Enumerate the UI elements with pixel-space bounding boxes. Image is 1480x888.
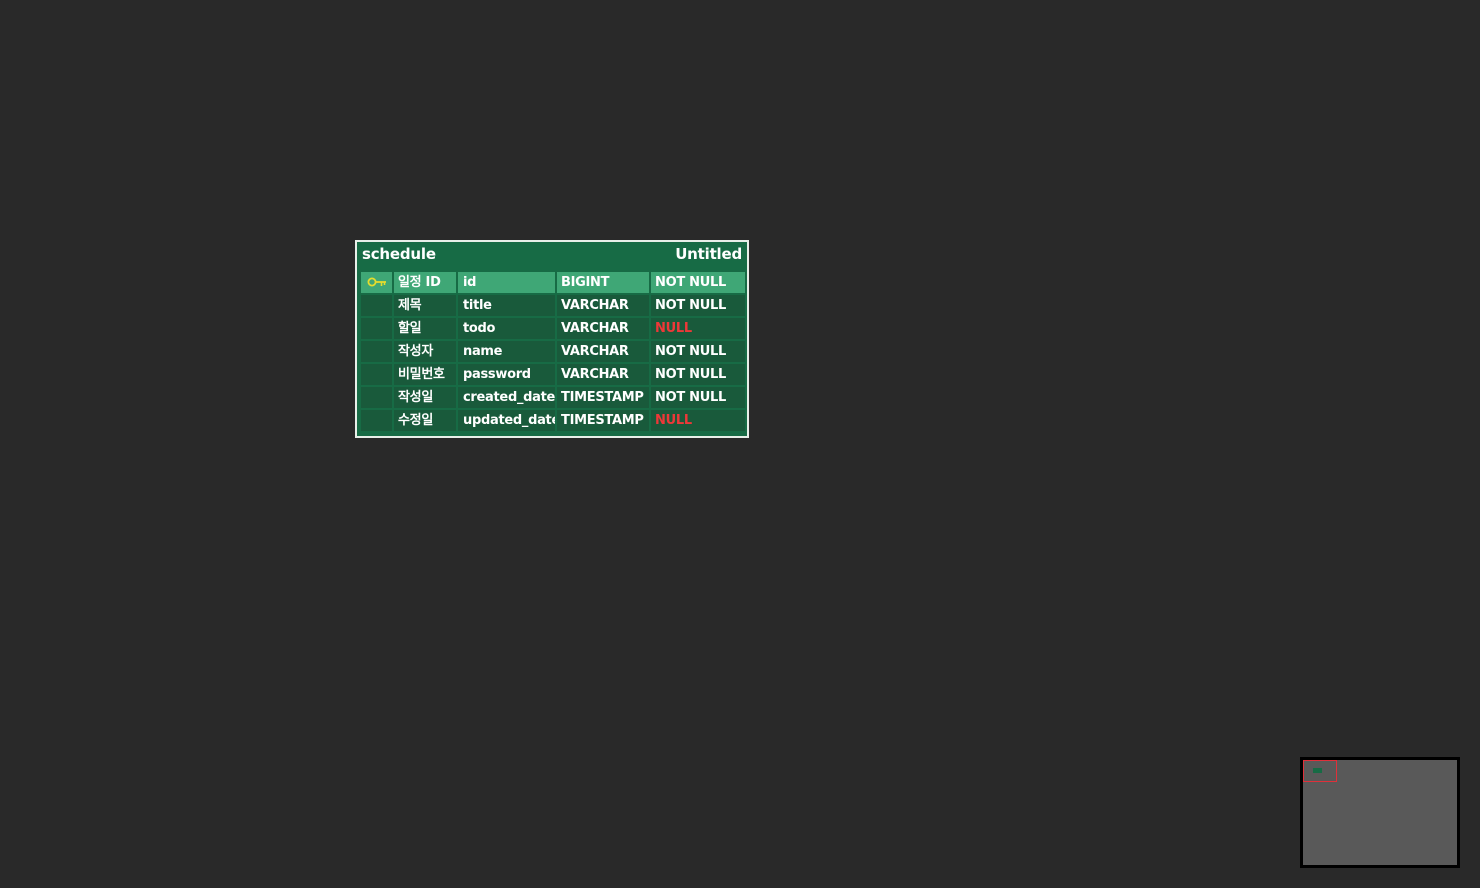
column-logical-name[interactable]: 작성자 — [394, 341, 456, 362]
column-physical-name[interactable]: todo — [458, 318, 555, 339]
column-data-type[interactable]: VARCHAR — [557, 364, 649, 385]
table-name[interactable]: schedule — [362, 245, 436, 263]
table-schedule[interactable]: schedule Untitled 일정 ID id BIGINT NOT NU… — [355, 240, 749, 438]
column-logical-name[interactable]: 일정 ID — [394, 272, 456, 293]
minimap-viewport[interactable] — [1303, 760, 1337, 782]
key-cell — [361, 341, 392, 362]
column-nullable[interactable]: NOT NULL — [651, 341, 745, 362]
column-data-type[interactable]: TIMESTAMP — [557, 410, 649, 431]
column-logical-name[interactable]: 작성일 — [394, 387, 456, 408]
column-physical-name[interactable]: created_date — [458, 387, 555, 408]
minimap[interactable] — [1300, 757, 1460, 868]
column-nullable[interactable]: NOT NULL — [651, 295, 745, 316]
key-cell — [361, 295, 392, 316]
key-cell — [361, 410, 392, 431]
column-logical-name[interactable]: 수정일 — [394, 410, 456, 431]
column-row-name[interactable]: 작성자 name VARCHAR NOT NULL — [361, 341, 745, 364]
primary-key-cell — [361, 272, 392, 293]
column-physical-name[interactable]: password — [458, 364, 555, 385]
column-logical-name[interactable]: 할일 — [394, 318, 456, 339]
column-logical-name[interactable]: 제목 — [394, 295, 456, 316]
key-cell — [361, 364, 392, 385]
column-row-id[interactable]: 일정 ID id BIGINT NOT NULL — [361, 272, 745, 295]
column-physical-name[interactable]: title — [458, 295, 555, 316]
key-cell — [361, 387, 392, 408]
column-nullable[interactable]: NOT NULL — [651, 272, 745, 293]
column-data-type[interactable]: VARCHAR — [557, 341, 649, 362]
column-nullable[interactable]: NOT NULL — [651, 387, 745, 408]
column-row-title[interactable]: 제목 title VARCHAR NOT NULL — [361, 295, 745, 318]
column-data-type[interactable]: BIGINT — [557, 272, 649, 293]
minimap-table-schedule — [1313, 768, 1322, 773]
column-data-type[interactable]: TIMESTAMP — [557, 387, 649, 408]
key-cell — [361, 318, 392, 339]
column-physical-name[interactable]: name — [458, 341, 555, 362]
column-list: 일정 ID id BIGINT NOT NULL 제목 title VARCHA… — [361, 272, 745, 433]
column-nullable[interactable]: NOT NULL — [651, 364, 745, 385]
column-row-created-date[interactable]: 작성일 created_date TIMESTAMP NOT NULL — [361, 387, 745, 410]
column-row-password[interactable]: 비밀번호 password VARCHAR NOT NULL — [361, 364, 745, 387]
column-physical-name[interactable]: id — [458, 272, 555, 293]
table-comment[interactable]: Untitled — [675, 245, 742, 263]
column-data-type[interactable]: VARCHAR — [557, 295, 649, 316]
column-physical-name[interactable]: updated_date — [458, 410, 555, 431]
column-data-type[interactable]: VARCHAR — [557, 318, 649, 339]
column-row-updated-date[interactable]: 수정일 updated_date TIMESTAMP NULL — [361, 410, 745, 433]
column-nullable[interactable]: NULL — [651, 410, 745, 431]
column-logical-name[interactable]: 비밀번호 — [394, 364, 456, 385]
column-nullable[interactable]: NULL — [651, 318, 745, 339]
table-header[interactable]: schedule Untitled — [357, 242, 747, 268]
column-row-todo[interactable]: 할일 todo VARCHAR NULL — [361, 318, 745, 341]
key-icon — [367, 277, 386, 287]
